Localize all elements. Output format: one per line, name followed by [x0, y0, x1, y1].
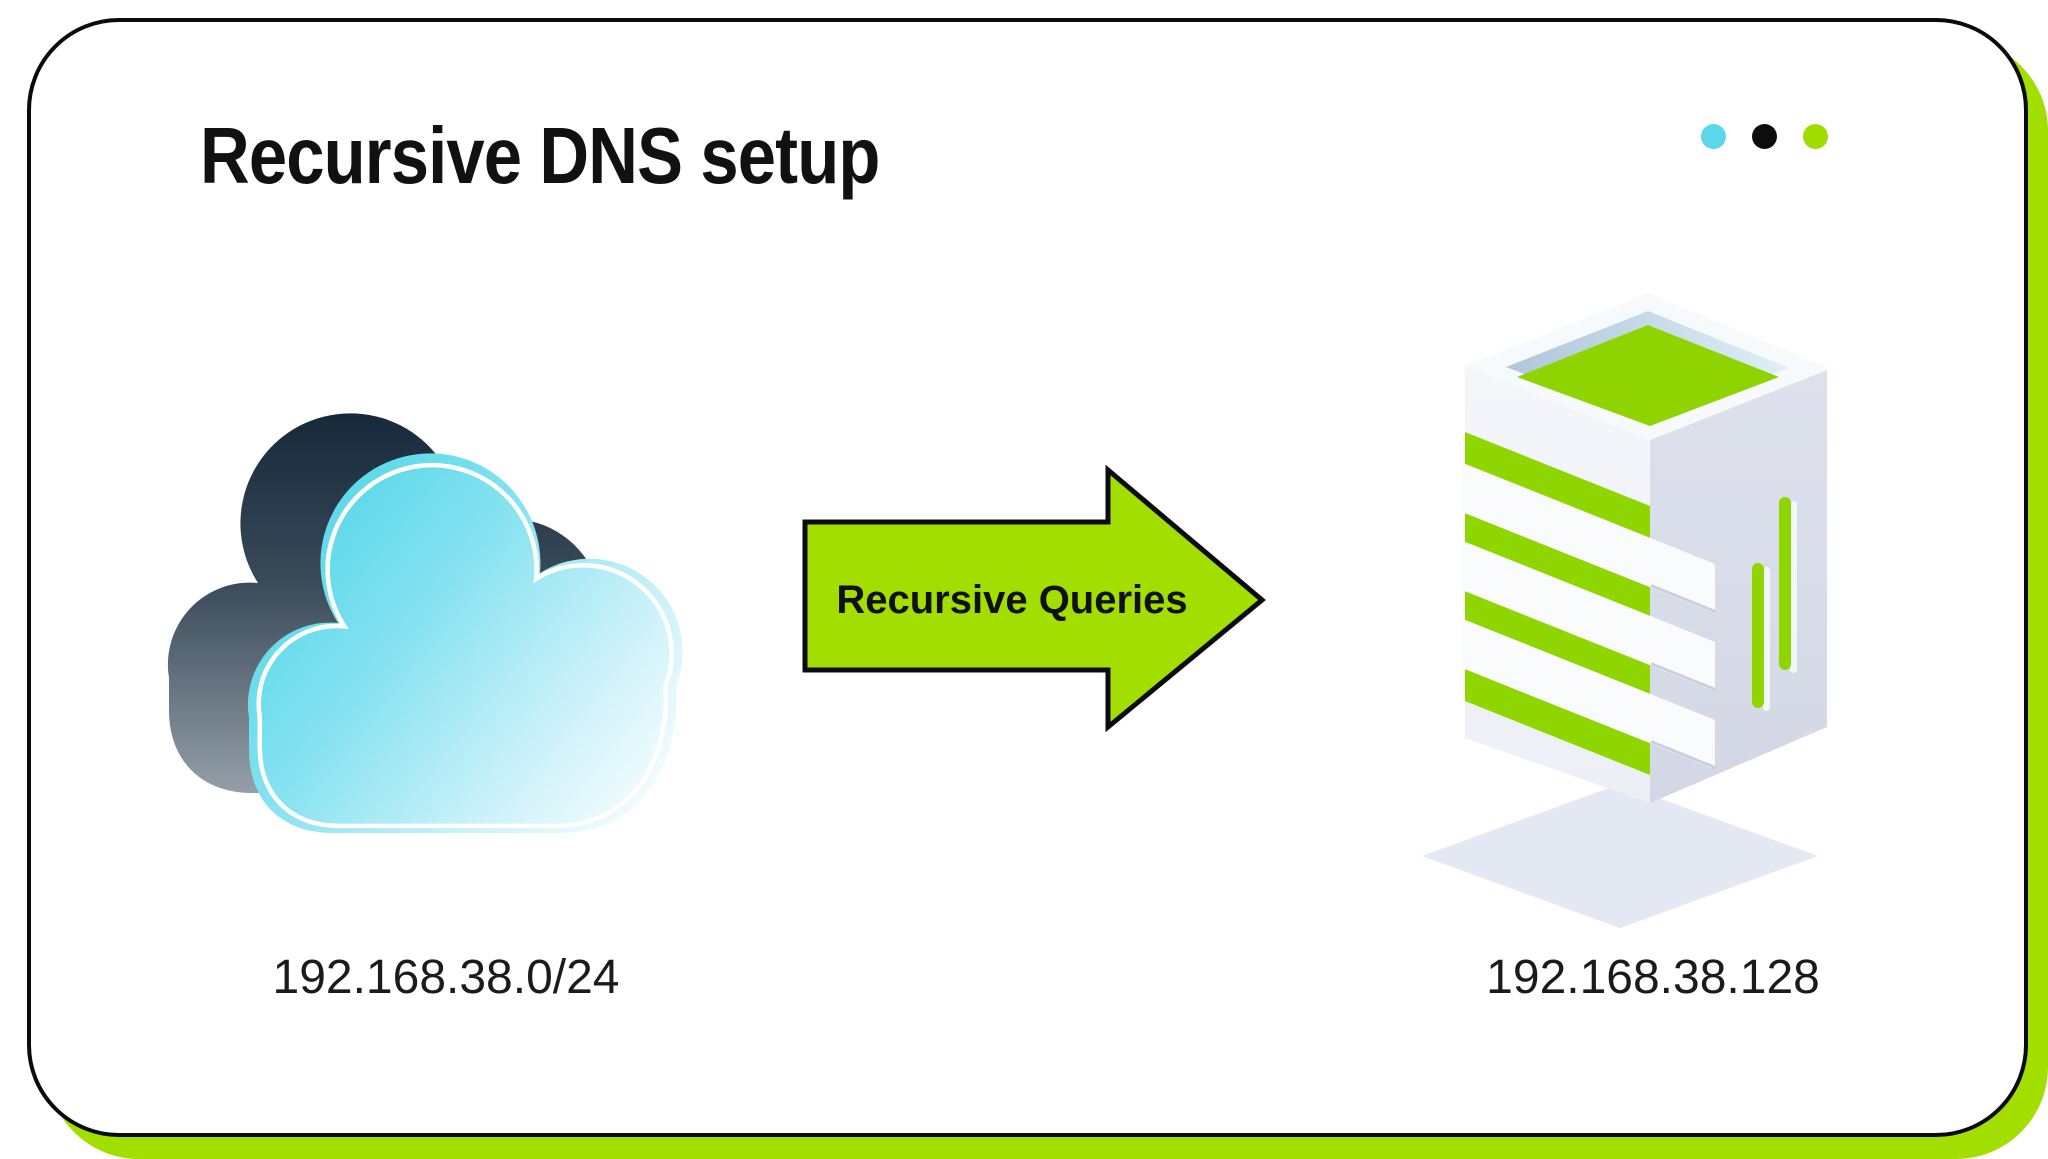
dns-server-label: 192.168.38.128 [1486, 951, 1820, 1004]
server-status-slits [1752, 497, 1797, 711]
cyan-dot-icon [1701, 124, 1726, 149]
server-icon [1422, 293, 1829, 928]
cloud-icon [167, 413, 683, 833]
arrow-shape [802, 464, 1266, 733]
client-network-label: 192.168.38.0/24 [272, 951, 620, 1004]
arrow-label: Recursive Queries [836, 578, 1187, 622]
server-top-panel [1517, 325, 1779, 426]
server-ground-shadow [1422, 784, 1818, 928]
green-dot-icon [1803, 124, 1828, 149]
window-dots [1701, 124, 1828, 149]
recursive-queries-arrow-icon: Recursive Queries [802, 464, 1266, 733]
server-stripes [1465, 432, 1650, 775]
page-title: Recursive DNS setup [200, 111, 880, 200]
black-dot-icon [1752, 124, 1777, 149]
server-right-face [1650, 370, 1827, 803]
shelf-undersides [1650, 584, 1716, 769]
